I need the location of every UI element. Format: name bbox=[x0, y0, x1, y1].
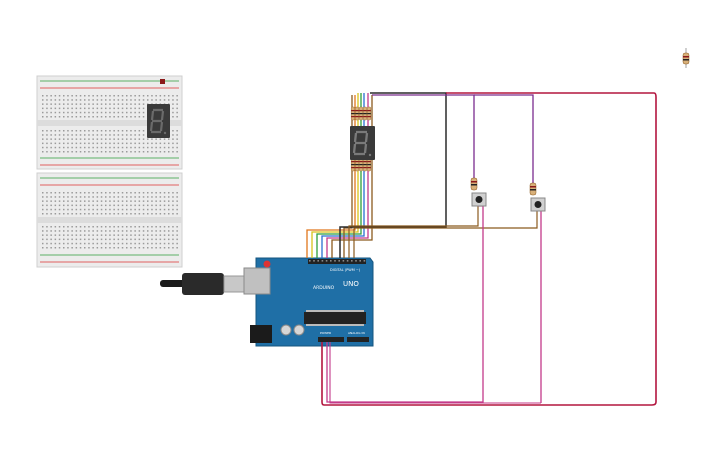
power-bus-wire[interactable] bbox=[326, 342, 483, 403]
pushbutton-resistor-2[interactable] bbox=[529, 182, 537, 196]
analog-header[interactable] bbox=[347, 337, 369, 342]
button2-resistor-wire[interactable] bbox=[474, 94, 534, 185]
seven-segment-display-breadboard[interactable] bbox=[147, 104, 170, 138]
usb-cable[interactable] bbox=[160, 273, 247, 295]
power-loop-wire[interactable] bbox=[321, 92, 657, 406]
breadboard-bottom[interactable] bbox=[36, 172, 183, 268]
arduino-brand: ARDUINO bbox=[313, 285, 335, 291]
stray-resistor[interactable] bbox=[682, 48, 690, 68]
seven-segment-display-circuit[interactable] bbox=[350, 126, 375, 160]
power-label: POWER bbox=[320, 331, 331, 335]
breadboard-bottom-holes bbox=[42, 192, 178, 249]
digital-label: DIGITAL (PWM ~) bbox=[330, 268, 361, 272]
pushbutton-2[interactable] bbox=[530, 197, 546, 212]
analog-label: ANALOG IN bbox=[348, 331, 365, 335]
pushbutton-resistor-1[interactable] bbox=[470, 177, 478, 191]
button2-power-wire[interactable] bbox=[537, 207, 542, 403]
digital-header[interactable] bbox=[309, 260, 366, 262]
microcontroller-chip bbox=[304, 312, 366, 324]
usb-port[interactable] bbox=[243, 267, 271, 295]
power-header[interactable] bbox=[318, 337, 344, 342]
button1-resistor-wire[interactable] bbox=[372, 94, 475, 180]
pushbutton-1[interactable] bbox=[471, 192, 487, 207]
power-bus-wire-2[interactable] bbox=[329, 342, 541, 404]
power-jack[interactable] bbox=[250, 325, 272, 343]
button1-signal-wire[interactable] bbox=[348, 206, 479, 258]
button1-power-wire[interactable] bbox=[478, 205, 484, 403]
arduino-uno-board[interactable]: DIGITAL (PWM ~) ARDUINO UNO POWER ANALOG… bbox=[243, 257, 374, 347]
reset-button[interactable] bbox=[263, 260, 271, 268]
display-resistors[interactable] bbox=[351, 106, 372, 172]
ground-wire[interactable] bbox=[339, 92, 447, 258]
arduino-model: UNO bbox=[343, 280, 359, 288]
breadboard-marker[interactable] bbox=[160, 79, 165, 84]
button2-signal-wire[interactable] bbox=[353, 208, 538, 258]
breadboard-top-holes bbox=[42, 95, 178, 153]
